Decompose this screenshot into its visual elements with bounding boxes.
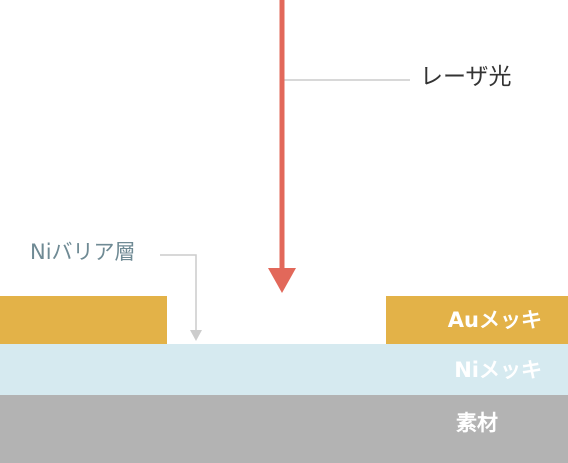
barrier-leader-line [160, 254, 197, 332]
ni-barrier-label: Niバリア層 [30, 240, 136, 264]
laser-label: レーザ光 [420, 64, 512, 90]
au-plating-label: Auメッキ [447, 308, 542, 332]
au-plating-right [386, 296, 568, 344]
base-material-label: 素材 [456, 411, 498, 435]
laser-arrowhead [268, 268, 296, 293]
base-material-layer [0, 395, 568, 463]
au-plating-left [0, 296, 167, 344]
ni-plating-label: Niメッキ [454, 358, 542, 382]
ni-plating-layer [0, 344, 568, 395]
barrier-leader-arrowhead [190, 330, 202, 341]
